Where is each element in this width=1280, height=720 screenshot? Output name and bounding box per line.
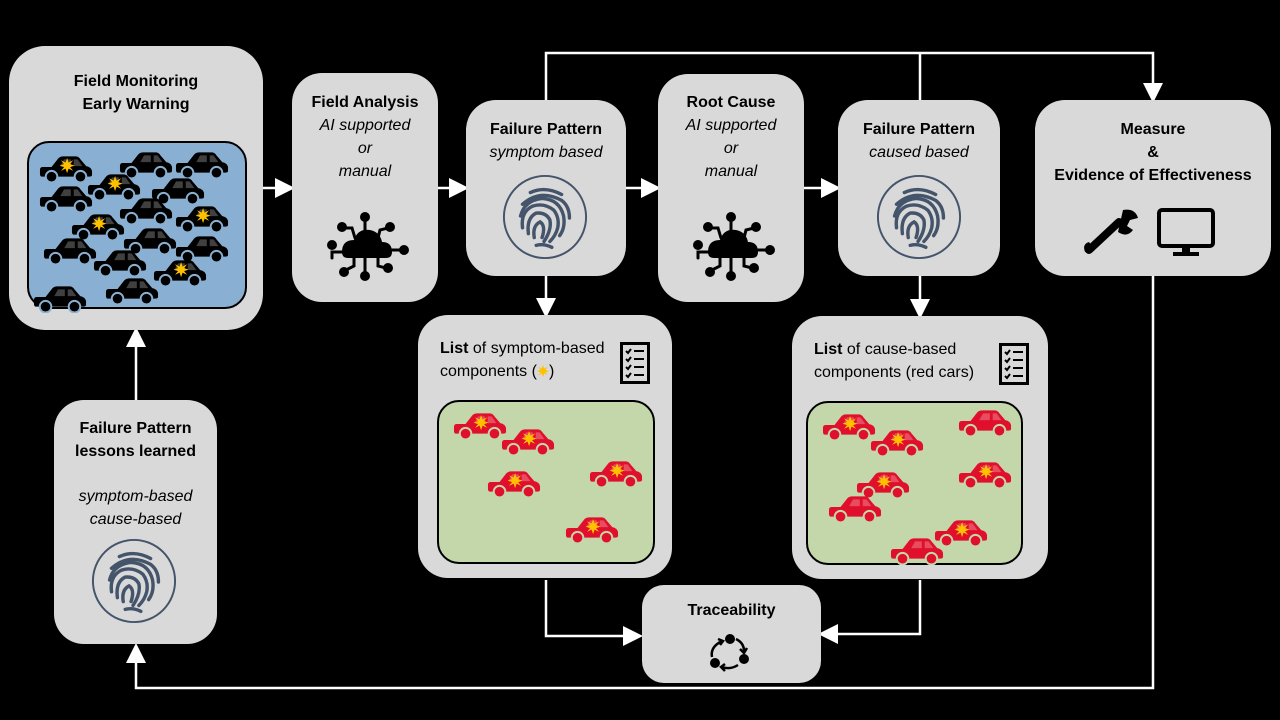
car-icon bbox=[828, 493, 882, 523]
car-icon bbox=[33, 283, 87, 313]
failure-pattern-symptom-title: Failure Pattern bbox=[489, 121, 603, 138]
list-cause-car-panel bbox=[806, 401, 1023, 565]
field-monitoring-title-1: Field Monitoring bbox=[73, 73, 199, 90]
field-analysis-box[interactable]: Field Analysis AI supported or manual bbox=[292, 73, 438, 302]
measure-box[interactable]: Measure & Evidence of Effectiveness bbox=[1035, 100, 1271, 276]
root-cause-sub-3: manual bbox=[704, 163, 758, 180]
root-cause-box[interactable]: Root Cause AI supported or manual bbox=[658, 74, 804, 302]
list-symptom-box[interactable]: List of symptom-based components () bbox=[418, 315, 672, 578]
car-icon bbox=[43, 235, 97, 265]
arrow-list-symptom-to-trace bbox=[544, 580, 643, 646]
spark-icon bbox=[537, 364, 549, 378]
car-with-symptom-icon bbox=[958, 459, 1012, 489]
checklist-icon bbox=[620, 342, 650, 384]
root-cause-sub-1: AI supported bbox=[685, 117, 777, 134]
list-symptom-text-1: of symptom-based bbox=[468, 340, 605, 357]
failure-pattern-cause-sub: caused based bbox=[869, 144, 969, 161]
list-symptom-car-panel bbox=[437, 400, 655, 564]
failure-pattern-cause-box[interactable]: Failure Pattern caused based bbox=[838, 100, 1000, 276]
list-symptom-heading: List of symptom-based components () bbox=[440, 337, 605, 383]
car-with-symptom-icon bbox=[589, 458, 643, 488]
cycle-icon bbox=[710, 634, 749, 672]
field-analysis-title: Field Analysis bbox=[311, 94, 419, 111]
measure-title-2: & bbox=[1147, 144, 1159, 161]
car-with-symptom-icon bbox=[39, 153, 93, 183]
car-icon bbox=[119, 195, 173, 225]
wrench-icon bbox=[1084, 209, 1138, 254]
lessons-learned-box[interactable]: Failure Pattern lessons learned symptom-… bbox=[54, 400, 217, 644]
field-monitoring-title-2: Early Warning bbox=[82, 96, 190, 113]
fingerprint-icon bbox=[501, 173, 589, 261]
lessons-sub-1: symptom-based bbox=[78, 488, 193, 505]
field-monitoring-box[interactable]: Field Monitoring Early Warning bbox=[9, 46, 263, 330]
lessons-title-2: lessons learned bbox=[75, 443, 196, 460]
lessons-title-1: Failure Pattern bbox=[79, 420, 192, 437]
arrow-list-cause-to-trace bbox=[818, 580, 922, 644]
arrow-top-loop bbox=[544, 51, 1163, 103]
car-with-symptom-icon bbox=[175, 203, 229, 233]
lessons-sub-2: cause-based bbox=[89, 511, 182, 528]
list-symptom-text-2: components ( bbox=[440, 363, 537, 380]
arrow-measure-to-lessons bbox=[126, 276, 1155, 690]
fingerprint-icon bbox=[90, 537, 178, 625]
car-with-symptom-icon bbox=[565, 514, 619, 544]
ai-cloud-icon bbox=[320, 211, 410, 283]
car-with-symptom-icon bbox=[153, 257, 207, 287]
measure-title-3: Evidence of Effectiveness bbox=[1054, 167, 1252, 184]
list-cause-bold: List bbox=[814, 341, 843, 358]
car-with-symptom-icon bbox=[501, 426, 555, 456]
field-analysis-sub-3: manual bbox=[338, 163, 392, 180]
root-cause-sub-2: or bbox=[723, 140, 739, 157]
field-car-fleet-panel bbox=[27, 141, 247, 309]
traceability-box[interactable]: Traceability bbox=[642, 585, 821, 683]
car-icon bbox=[93, 247, 147, 277]
car-icon bbox=[105, 275, 159, 305]
car-with-symptom-icon bbox=[487, 468, 541, 498]
failure-pattern-symptom-box[interactable]: Failure Pattern symptom based bbox=[466, 100, 626, 276]
list-cause-box[interactable]: List of cause-based components (red cars… bbox=[792, 316, 1048, 579]
failure-pattern-symptom-sub: symptom based bbox=[489, 144, 603, 161]
field-analysis-sub-1: AI supported bbox=[319, 117, 411, 134]
car-icon bbox=[890, 535, 944, 565]
car-with-symptom-icon bbox=[453, 410, 507, 440]
list-symptom-text-3: ) bbox=[548, 363, 555, 380]
list-cause-text-1: of cause-based bbox=[842, 341, 957, 358]
failure-pattern-cause-title: Failure Pattern bbox=[862, 121, 976, 138]
list-cause-text-2: components (red cars) bbox=[814, 364, 975, 381]
car-icon bbox=[39, 183, 93, 213]
fingerprint-icon bbox=[875, 173, 963, 261]
car-icon bbox=[958, 407, 1012, 437]
monitor-icon bbox=[1157, 208, 1215, 256]
list-symptom-bold: List bbox=[440, 340, 469, 357]
checklist-icon bbox=[999, 343, 1029, 385]
traceability-title: Traceability bbox=[687, 602, 776, 619]
root-cause-title: Root Cause bbox=[686, 94, 776, 111]
car-with-symptom-icon bbox=[822, 411, 876, 441]
car-with-symptom-icon bbox=[870, 427, 924, 457]
field-analysis-sub-2: or bbox=[357, 140, 373, 157]
measure-title-1: Measure bbox=[1120, 121, 1186, 138]
list-cause-heading: List of cause-based components (red cars… bbox=[814, 338, 974, 384]
ai-cloud-icon bbox=[686, 211, 776, 283]
